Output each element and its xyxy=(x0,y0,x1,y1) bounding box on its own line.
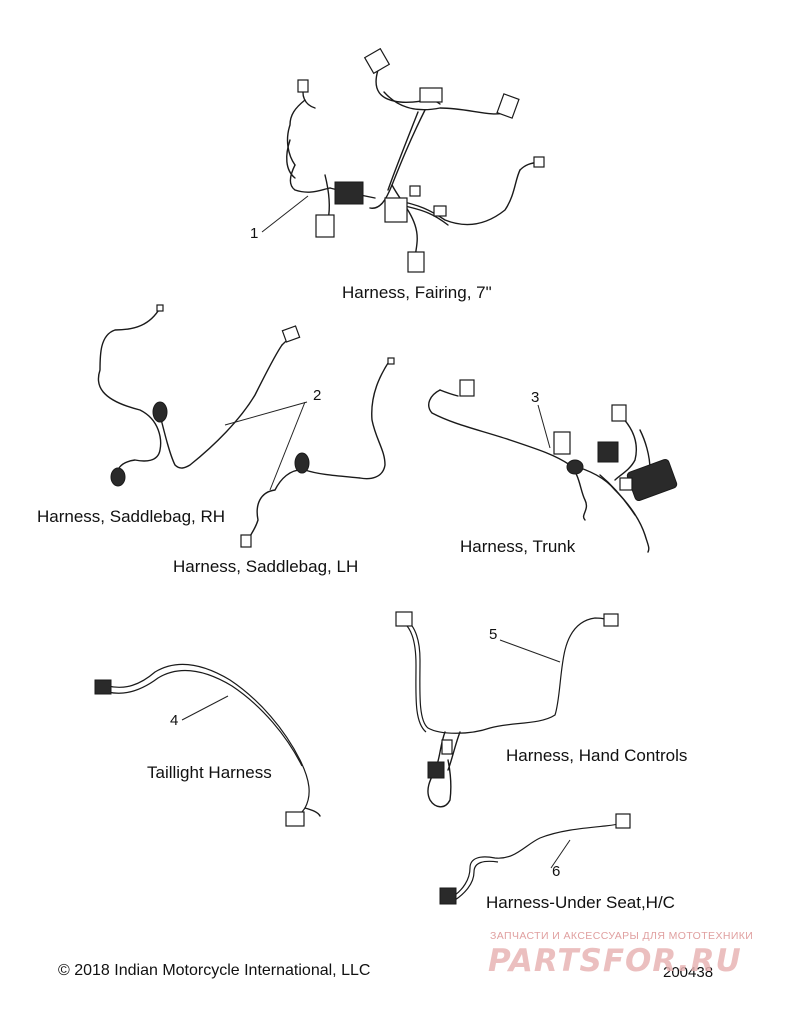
callout-4: 4 xyxy=(170,712,179,729)
caption-taillight-harness: Taillight Harness xyxy=(147,763,272,782)
callout-6: 6 xyxy=(552,863,561,880)
trunk-harness-drawing xyxy=(428,379,678,553)
saddlebag-harness-drawing xyxy=(97,304,395,548)
caption-hand-controls-harness: Harness, Hand Controls xyxy=(506,746,688,765)
caption-under-seat-harness: Harness-Under Seat,H/C xyxy=(486,893,675,912)
taillight-harness-drawing xyxy=(94,663,321,827)
figure-number: 200438 xyxy=(663,964,714,981)
callout-1: 1 xyxy=(250,225,259,242)
hand-controls-harness-drawing xyxy=(395,611,619,808)
fairing-harness-drawing xyxy=(261,47,545,273)
copyright-text: © 2018 Indian Motorcycle International, … xyxy=(58,962,371,979)
watermark-tagline: ЗАПЧАСТИ И АКСЕССУАРЫ ДЛЯ МОТОТЕХНИКИ xyxy=(490,930,754,942)
under-seat-harness-drawing xyxy=(439,813,631,905)
caption-saddlebag-lh-harness: Harness, Saddlebag, LH xyxy=(173,557,359,576)
watermark-logo: PARTSFOR.RU xyxy=(488,943,742,979)
caption-fairing-harness: Harness, Fairing, 7" xyxy=(342,283,492,302)
callout-2: 2 xyxy=(313,387,322,404)
callout-5: 5 xyxy=(489,626,498,643)
caption-trunk-harness: Harness, Trunk xyxy=(460,537,576,556)
callout-3: 3 xyxy=(531,389,540,406)
caption-saddlebag-rh-harness: Harness, Saddlebag, RH xyxy=(37,507,226,526)
